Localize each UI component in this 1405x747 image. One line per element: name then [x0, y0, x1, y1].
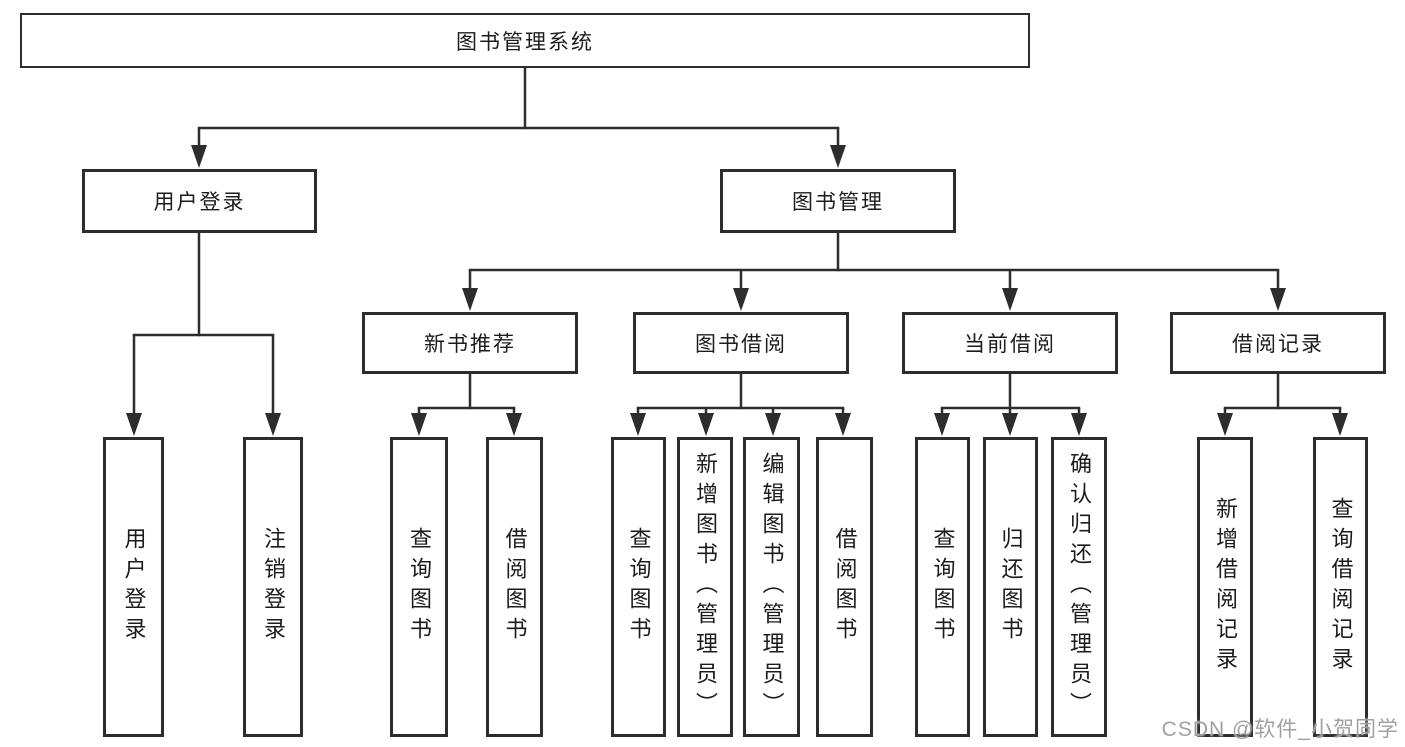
node-current-borrow-label: 当前借阅 [964, 333, 1056, 356]
leaf-add-borrow-record-label: 新增借阅记录 [1213, 497, 1238, 677]
node-root-library-system: 图书管理系统 [20, 13, 1030, 68]
leaf-recommend-borrow-books: 借阅图书 [486, 437, 543, 737]
leaf-borrow-books: 借阅图书 [816, 437, 873, 737]
leaf-query-borrow-record: 查询借阅记录 [1313, 437, 1368, 737]
arrowheads [126, 145, 1348, 436]
leaf-return-books: 归还图书 [983, 437, 1038, 737]
leaf-user-login: 用户登录 [103, 437, 164, 737]
node-borrow-records-label: 借阅记录 [1232, 333, 1324, 356]
leaf-borrow-query-books-label: 查询图书 [626, 527, 652, 647]
node-current-borrow: 当前借阅 [902, 312, 1118, 374]
leaf-edit-book-admin-label: 编辑图书（管理员） [759, 452, 785, 722]
leaf-borrow-query-books: 查询图书 [611, 437, 666, 737]
leaf-logout: 注销登录 [243, 437, 303, 737]
leaf-recommend-query-books: 查询图书 [390, 437, 448, 737]
leaf-borrow-books-label: 借阅图书 [832, 527, 858, 647]
node-borrow-records: 借阅记录 [1170, 312, 1386, 374]
leaf-confirm-return-admin: 确认归还（管理员） [1051, 437, 1107, 737]
node-book-borrow-label: 图书借阅 [695, 333, 787, 356]
leaf-confirm-return-admin-label: 确认归还（管理员） [1067, 452, 1092, 722]
leaf-add-borrow-record: 新增借阅记录 [1197, 437, 1253, 737]
leaf-return-books-label: 归还图书 [998, 527, 1024, 647]
node-new-book-recommend-label: 新书推荐 [424, 333, 516, 356]
node-book-management: 图书管理 [720, 169, 956, 233]
leaf-edit-book-admin: 编辑图书（管理员） [743, 437, 800, 737]
leaf-query-borrow-record-label: 查询借阅记录 [1328, 497, 1354, 677]
node-root-label: 图书管理系统 [456, 30, 594, 54]
csdn-watermark: CSDN @软件_小贺同学 [1161, 718, 1399, 741]
node-book-management-label: 图书管理 [792, 191, 884, 214]
leaf-recommend-query-books-label: 查询图书 [407, 527, 432, 647]
leaf-recommend-borrow-books-label: 借阅图书 [502, 527, 528, 647]
leaf-current-query-books-label: 查询图书 [930, 527, 956, 647]
node-user-login-label: 用户登录 [153, 191, 246, 214]
node-user-login: 用户登录 [82, 169, 317, 233]
leaf-add-book-admin: 新增图书（管理员） [677, 437, 733, 737]
node-book-borrow: 图书借阅 [633, 312, 849, 374]
node-new-book-recommend: 新书推荐 [362, 312, 578, 374]
leaf-user-login-label: 用户登录 [121, 527, 147, 647]
leaf-current-query-books: 查询图书 [915, 437, 970, 737]
leaf-logout-label: 注销登录 [261, 527, 286, 647]
leaf-add-book-admin-label: 新增图书（管理员） [693, 452, 718, 722]
